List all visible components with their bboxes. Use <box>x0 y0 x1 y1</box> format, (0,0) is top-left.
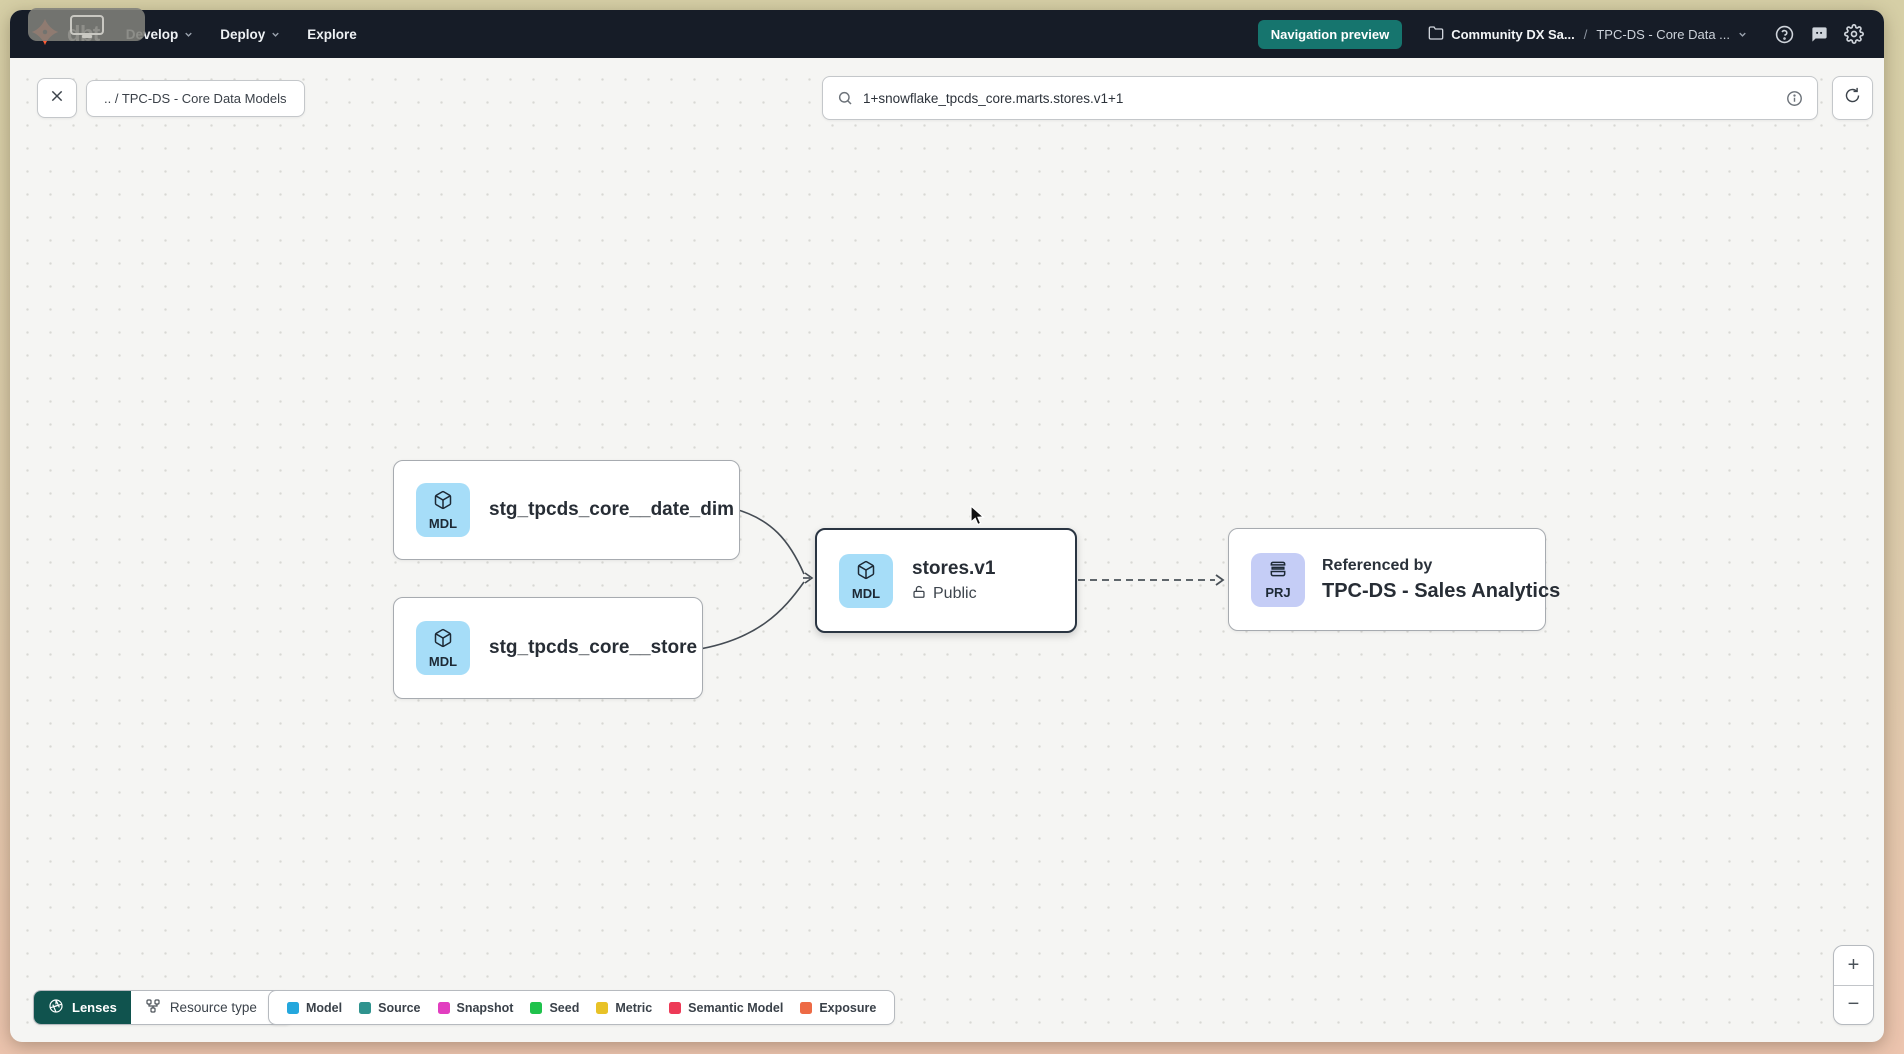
breadcrumb: Community DX Sa... / TPC-DS - Core Data … <box>1428 25 1748 44</box>
badge-code: MDL <box>428 515 458 531</box>
nav-menu-explore-label: Explore <box>307 26 357 42</box>
model-node-stores-v1-selected[interactable]: MDL stores.v1 Public <box>815 528 1077 633</box>
graph-icon <box>145 998 161 1017</box>
legend-item-seed: Seed <box>530 1001 579 1015</box>
zoom-in-button[interactable]: + <box>1834 946 1873 986</box>
breadcrumb-separator: / <box>1583 26 1588 42</box>
resource-type-label: Resource type <box>169 1000 257 1015</box>
node-access-level: Public <box>912 585 995 604</box>
breadcrumb-project[interactable]: TPC-DS - Core Data ... <box>1596 27 1748 42</box>
badge-code: PRJ <box>1265 585 1291 600</box>
access-label: Public <box>933 585 977 602</box>
breadcrumb-project-label: TPC-DS - Core Data ... <box>1596 26 1730 42</box>
legend-swatch <box>800 1001 813 1014</box>
legend-swatch <box>669 1001 682 1014</box>
help-icon[interactable] <box>1774 24 1794 44</box>
legend-item-snapshot: Snapshot <box>437 1001 513 1015</box>
legend-item-model: Model <box>287 1001 342 1015</box>
legend-item-exposure: Exposure <box>800 1001 876 1015</box>
legend-swatch <box>437 1001 450 1014</box>
model-badge: MDL <box>839 553 893 608</box>
zoom-out-button[interactable]: − <box>1847 993 1860 1016</box>
lenses-label: Lenses <box>72 1000 117 1015</box>
legend-swatch <box>287 1001 299 1014</box>
resource-type-dropdown[interactable]: Resource type <box>130 991 292 1024</box>
breadcrumb-account-label: Community DX Sa... <box>1451 26 1575 42</box>
badge-code: MDL <box>428 653 458 669</box>
node-title: TPC-DS - Sales Analytics <box>1322 579 1561 602</box>
legend-swatch <box>530 1001 543 1014</box>
cube-icon <box>433 490 453 515</box>
close-lineage-button[interactable] <box>37 78 77 118</box>
navbar-icon-group <box>1774 24 1864 44</box>
lens-icon <box>48 998 64 1017</box>
top-navbar: dbt Develop Deploy Explore Navigation pr… <box>10 10 1884 58</box>
screen-icon <box>69 14 104 38</box>
refresh-icon <box>1844 87 1861 109</box>
unlock-icon <box>912 585 926 604</box>
badge-code: MDL <box>851 586 881 601</box>
project-node-sales-analytics[interactable]: PRJ Referenced by TPC-DS - Sales Analyti… <box>1228 528 1560 631</box>
legend-swatch <box>359 1001 372 1014</box>
legend-item-semantic-model: Semantic Model <box>669 1001 783 1015</box>
stack-icon <box>1268 559 1288 584</box>
referenced-by-label: Referenced by <box>1322 556 1433 574</box>
chevron-down-icon <box>1737 29 1748 40</box>
info-icon[interactable] <box>1786 90 1803 107</box>
model-node-date-dim[interactable]: MDL stg_tpcds_core__date_dim <box>393 460 740 560</box>
search-icon <box>837 90 853 106</box>
settings-icon[interactable] <box>1844 24 1864 44</box>
navigation-preview-badge[interactable]: Navigation preview <box>1257 19 1403 49</box>
breadcrumb-account[interactable]: Community DX Sa... <box>1428 25 1575 44</box>
legend-swatch <box>596 1001 609 1014</box>
cube-icon <box>856 560 876 585</box>
folder-icon <box>1428 25 1444 44</box>
model-badge: MDL <box>416 483 470 537</box>
node-title: stores.v1 <box>912 557 996 579</box>
lineage-search-bar <box>822 76 1818 120</box>
chevron-down-icon <box>183 29 194 40</box>
legend-item-source: Source <box>359 1001 421 1015</box>
refresh-lineage-button[interactable] <box>1832 76 1873 120</box>
lineage-selector-input[interactable] <box>863 90 1776 106</box>
app-window: dbt Develop Deploy Explore Navigation pr… <box>10 10 1884 1042</box>
chevron-down-icon <box>270 29 281 40</box>
node-title: stg_tpcds_core__date_dim <box>489 499 734 520</box>
resource-legend: Model Source Snapshot Seed Metric Semant… <box>268 990 896 1025</box>
nav-menu-explore[interactable]: Explore <box>307 27 357 42</box>
nav-menu-deploy-label: Deploy <box>220 26 266 42</box>
lineage-context-chip[interactable]: .. / TPC-DS - Core Data Models <box>86 80 305 117</box>
zoom-controls: + − <box>1833 945 1874 1025</box>
project-badge: PRJ <box>1251 552 1305 607</box>
model-node-store[interactable]: MDL stg_tpcds_core__store <box>393 597 703 699</box>
lenses-button[interactable]: Lenses <box>34 991 131 1024</box>
nav-menu-deploy[interactable]: Deploy <box>220 27 281 42</box>
legend-item-metric: Metric <box>596 1001 652 1015</box>
lens-controls: Lenses Resource type <box>33 990 293 1025</box>
cube-icon <box>433 628 453 653</box>
feedback-icon[interactable] <box>1809 24 1829 44</box>
screen-share-indicator <box>28 8 145 41</box>
model-badge: MDL <box>416 621 470 675</box>
close-icon <box>49 88 65 109</box>
node-title: stg_tpcds_core__store <box>489 637 698 658</box>
